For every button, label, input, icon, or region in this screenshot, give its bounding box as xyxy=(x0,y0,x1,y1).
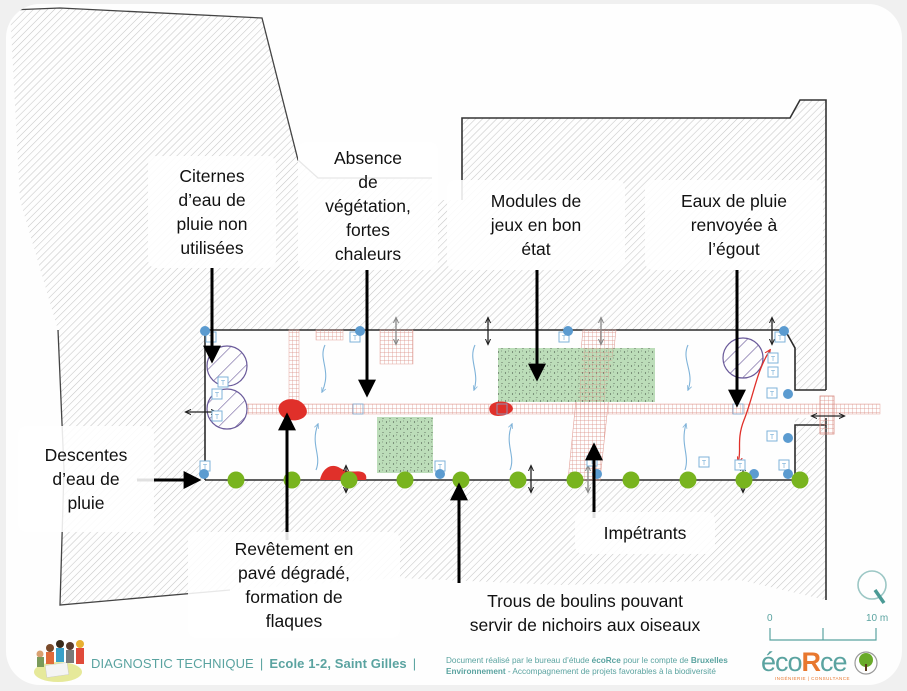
callout-citernes: Citernes d’eau de pluie non utilisées xyxy=(148,156,276,268)
runoff-arrow xyxy=(685,344,690,390)
callout-impetrants: Impétrants xyxy=(575,512,715,554)
runoff-arrow xyxy=(315,424,318,471)
svg-text:T: T xyxy=(771,356,776,363)
inspection-hatch-icon: T xyxy=(211,388,223,400)
downspout-marker xyxy=(200,326,210,336)
putlog-hole-marker xyxy=(622,471,640,489)
putlog-hole-marker xyxy=(791,471,809,489)
scale-start-label: 0 xyxy=(767,613,773,624)
putlog-hole-marker xyxy=(679,471,697,489)
sewer-flow-arrow xyxy=(738,350,770,462)
inspection-hatch-icon: T xyxy=(734,459,746,471)
ecorce-logo-subtitle: INGÉNIERIE | CONSULTANCE xyxy=(775,676,851,681)
callout-modules-jeux: Modules de jeux en bon état xyxy=(447,180,625,270)
pavement-strip-main xyxy=(246,403,881,415)
callout-eaux-egout: Eaux de pluie renvoyée à l’égout xyxy=(645,180,823,270)
putlog-hole-marker xyxy=(509,471,527,489)
putlog-hole-marker xyxy=(566,471,584,489)
svg-text:T: T xyxy=(738,463,743,470)
svg-text:T: T xyxy=(215,414,220,421)
footer-title: DIAGNOSTIC TECHNIQUE|Ecole 1-2, Saint Gi… xyxy=(91,656,417,671)
runoff-arrow xyxy=(472,344,476,390)
scale-bar xyxy=(769,628,877,641)
play-module-large xyxy=(498,348,655,402)
svg-text:T: T xyxy=(562,335,567,342)
svg-text:T: T xyxy=(770,434,775,441)
runoff-arrow xyxy=(322,344,327,392)
inspection-hatch-icon: T xyxy=(217,376,229,388)
inspection-hatch-icon: T xyxy=(698,456,710,468)
pavement-strip-vertical xyxy=(288,329,300,407)
building-outline-west-edge xyxy=(57,329,231,606)
pavement-junction xyxy=(819,395,835,435)
putlog-hole-marker xyxy=(452,471,470,489)
svg-text:T: T xyxy=(702,460,707,467)
svg-text:T: T xyxy=(203,464,208,471)
school-name: Ecole 1-2, Saint Gilles xyxy=(269,656,407,671)
runoff-arrow xyxy=(509,424,512,471)
inspection-hatch-icon: T xyxy=(778,459,790,471)
putlog-hole-marker xyxy=(227,471,245,489)
callout-trous-boulins: Trous de boulins pouvant servir de nicho… xyxy=(469,591,701,635)
svg-text:T: T xyxy=(215,392,220,399)
tree-logo-icon xyxy=(854,651,878,675)
downspout-marker xyxy=(435,469,445,479)
svg-text:T: T xyxy=(778,335,783,342)
callout-revetement: Revêtement en pavé dégradé, formation de… xyxy=(188,532,400,638)
play-module-small xyxy=(377,417,433,473)
putlog-hole-marker xyxy=(340,471,358,489)
inspection-hatch-icon: T xyxy=(211,410,223,422)
downspout-marker xyxy=(783,469,793,479)
runoff-arrow xyxy=(684,424,686,471)
downspout-marker xyxy=(783,389,793,399)
putlog-hole-marker xyxy=(396,471,414,489)
downspout-marker xyxy=(779,326,789,336)
inspection-hatch-icon: T xyxy=(767,352,779,364)
inspection-hatch-icon: T xyxy=(349,331,361,343)
svg-text:T: T xyxy=(438,464,443,471)
scale-end-label: 10 m xyxy=(866,613,889,624)
downspout-marker xyxy=(355,326,365,336)
inspection-hatch-icon: T xyxy=(766,387,778,399)
svg-text:T: T xyxy=(771,370,776,377)
pavement-patch-1 xyxy=(315,329,344,341)
putlog-hole-marker xyxy=(735,471,753,489)
callout-absence-vegetation: Absence de végétation, fortes chaleurs xyxy=(298,142,438,270)
downspout-marker xyxy=(783,433,793,443)
cistern-3 xyxy=(722,337,764,379)
callout-descentes: Descentes d’eau de pluie xyxy=(18,426,154,532)
ecorce-logo: écoRce xyxy=(761,647,848,677)
svg-text:T: T xyxy=(770,391,775,398)
svg-text:T: T xyxy=(590,459,595,466)
footer-description: Document réalisé par le bureau d’étude é… xyxy=(446,656,728,676)
svg-text:T: T xyxy=(353,335,358,342)
inspection-hatch-icon: T xyxy=(766,430,778,442)
inspection-hatch-icon: T xyxy=(767,366,779,378)
building-outline-northeast xyxy=(461,99,827,600)
downspout-marker xyxy=(199,469,209,479)
svg-text:T: T xyxy=(782,463,787,470)
downspout-marker xyxy=(563,326,573,336)
children-illustration-logo xyxy=(34,640,84,682)
svg-text:T: T xyxy=(221,380,226,387)
north-arrow-icon xyxy=(857,570,887,604)
